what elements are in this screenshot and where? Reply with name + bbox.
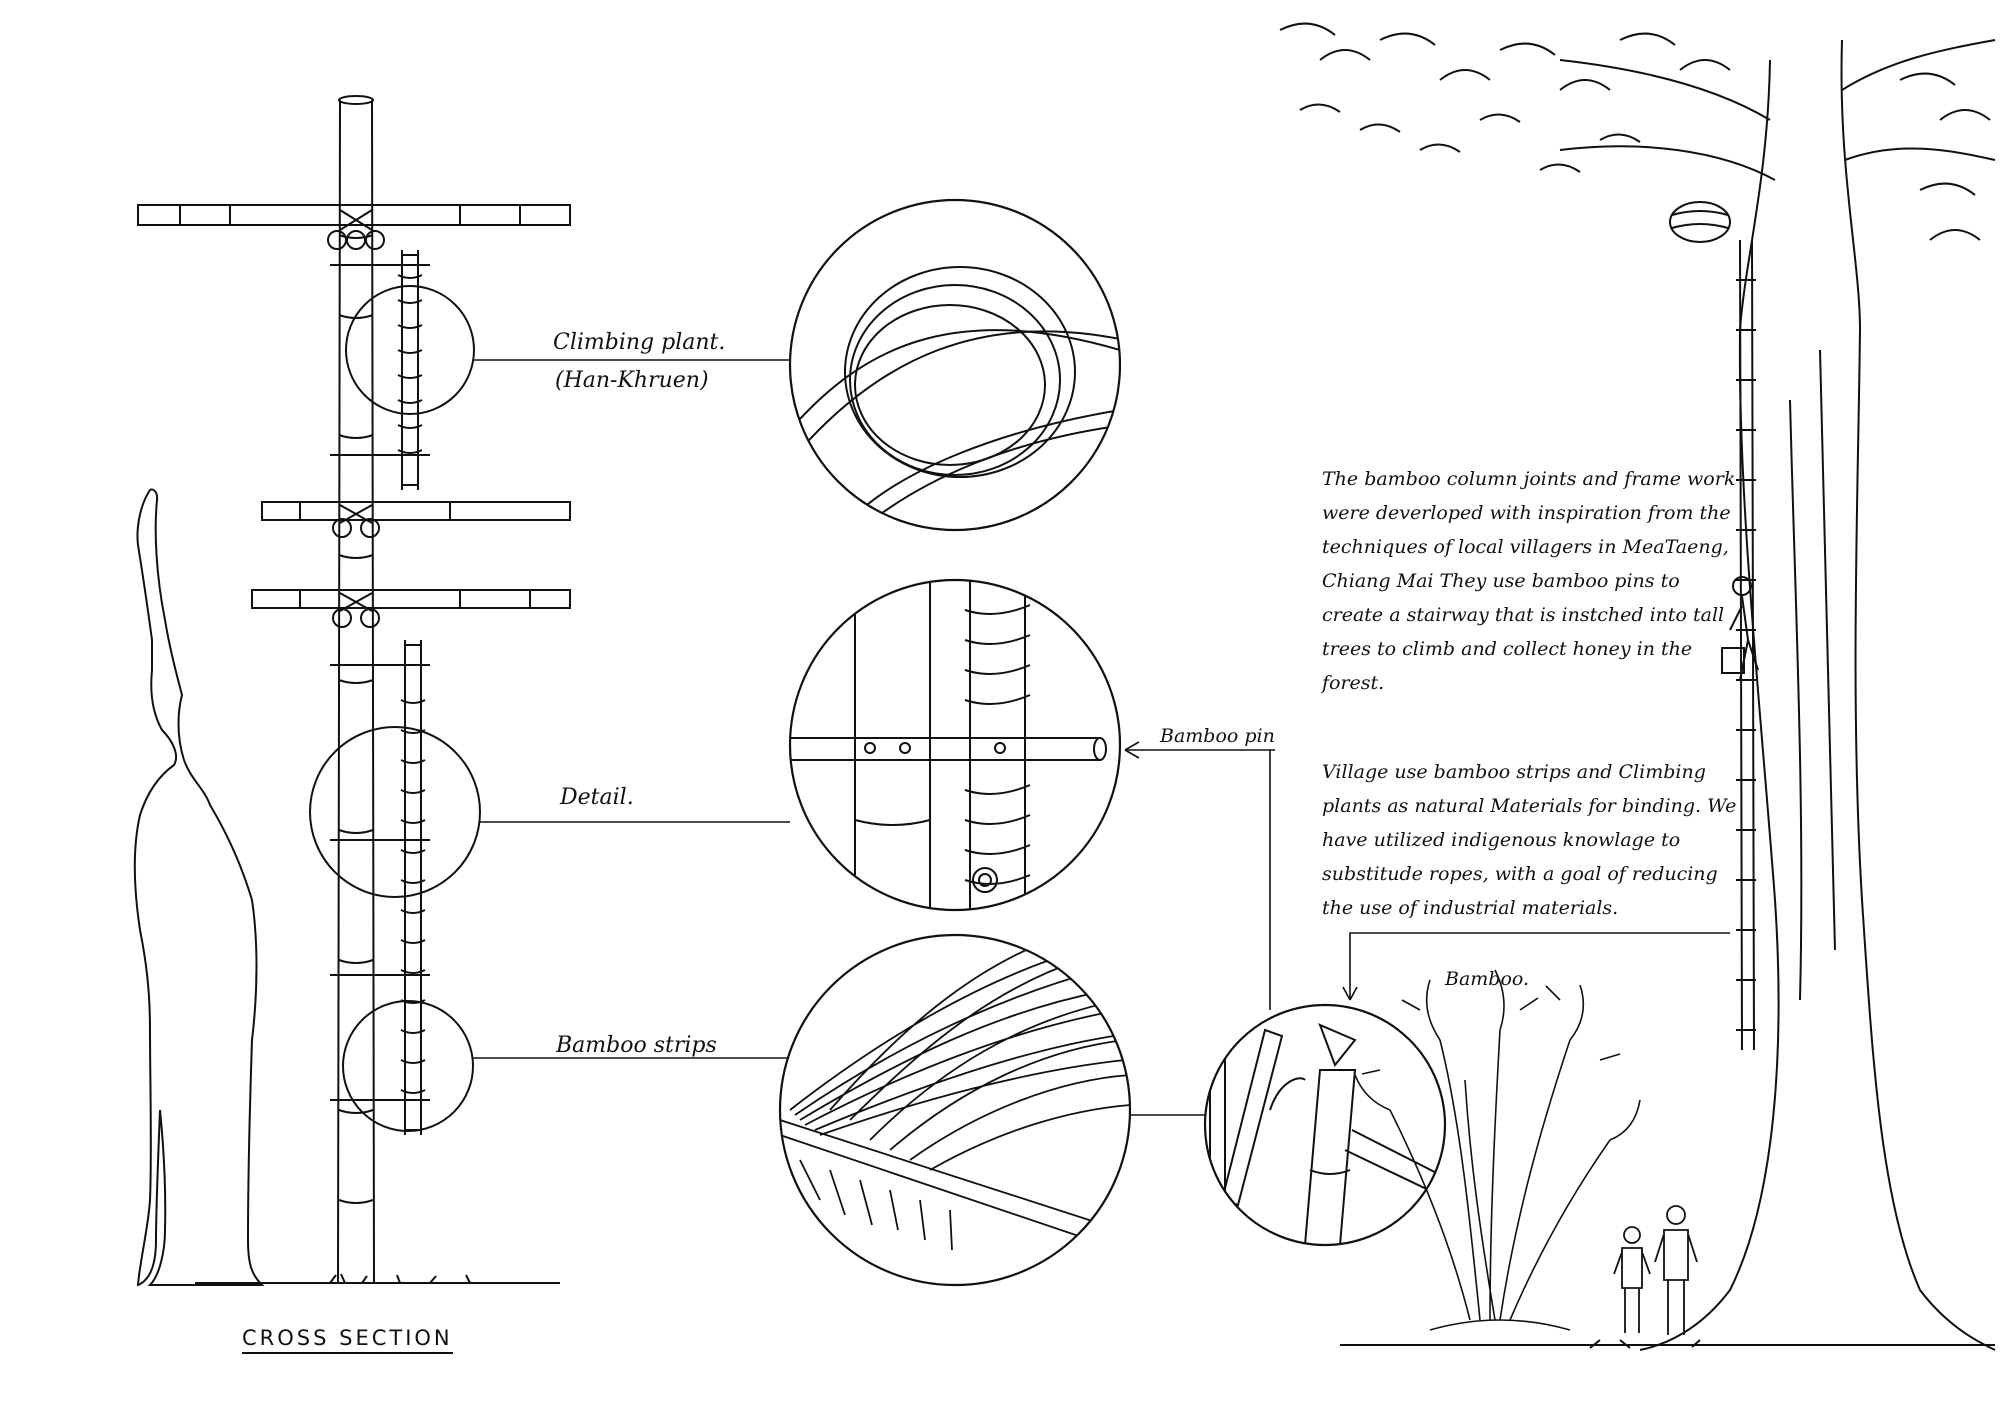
bamboo-column (330, 95, 430, 1283)
beam-joints (327, 209, 385, 628)
detail-circle-bamboo-strips (778, 933, 1132, 1287)
callout-circles-small (309, 285, 481, 1132)
note-binding-materials: Village use bamboo strips and Climbing p… (1322, 755, 1742, 925)
bamboo-clump (1354, 969, 1641, 1331)
detail-circle-cutting-bamboo (1203, 1003, 1447, 1247)
ground (195, 1273, 560, 1284)
label-bamboo-strips: Bamboo strips (556, 1033, 717, 1058)
label-cross-section: CROSS SECTION (242, 1326, 453, 1354)
note-column-joints: The bamboo column joints and frame work … (1322, 462, 1742, 700)
label-han-khruen: (Han-Khruen) (555, 368, 709, 393)
tree (1279, 22, 1996, 1351)
note-paragraph-2: Village use bamboo strips and Climbing p… (1322, 761, 1737, 919)
label-bamboo: Bamboo. (1445, 968, 1530, 990)
beams (137, 204, 571, 628)
small-figures (1613, 1205, 1698, 1335)
detail-circle-joint (788, 578, 1122, 912)
human-silhouette (133, 488, 265, 1287)
detail-circle-climbing-plant (788, 198, 1122, 532)
label-bamboo-pin: Bamboo pin (1160, 725, 1275, 747)
note-paragraph-1: The bamboo column joints and frame work … (1322, 468, 1736, 694)
label-climbing-plant: Climbing plant. (553, 330, 726, 355)
label-detail: Detail. (560, 785, 634, 810)
